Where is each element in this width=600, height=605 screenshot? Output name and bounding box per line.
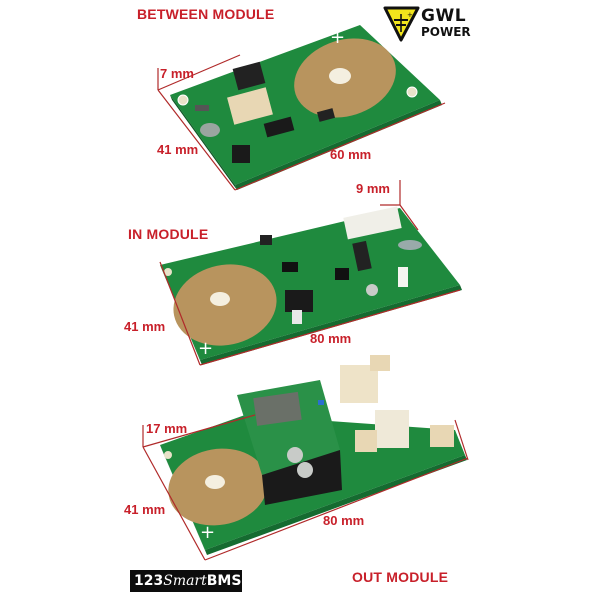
out-length-dim: 80 mm bbox=[323, 513, 365, 528]
in-module-title: IN MODULE bbox=[128, 226, 209, 242]
between-length-dim: 60 mm bbox=[330, 147, 372, 162]
out-module-title: OUT MODULE bbox=[352, 569, 449, 585]
out-height-dim: 17 mm bbox=[146, 421, 188, 436]
out-module-board: + bbox=[160, 355, 467, 555]
between-module-board: + bbox=[170, 25, 442, 190]
gwl-power-logo: GWL POWER bbox=[385, 6, 480, 50]
svg-text:+: + bbox=[198, 338, 213, 359]
svg-text:+: + bbox=[407, 11, 413, 19]
between-height-dim: 7 mm bbox=[160, 66, 194, 81]
bms-logo-smart: Smart bbox=[163, 573, 207, 589]
gwl-logo-line1: GWL bbox=[421, 6, 467, 26]
out-width-dim: 41 mm bbox=[124, 502, 166, 517]
between-width-dim: 41 mm bbox=[157, 142, 199, 157]
in-length-dim: 80 mm bbox=[310, 331, 352, 346]
gwl-logo-line2: POWER bbox=[421, 25, 471, 39]
in-width-dim: 41 mm bbox=[124, 319, 166, 334]
in-module-board: + bbox=[160, 206, 462, 365]
bms-logo-bms: BMS bbox=[206, 573, 242, 589]
in-height-dim: 9 mm bbox=[356, 181, 390, 196]
between-module-title: BETWEEN MODULE bbox=[137, 6, 275, 22]
svg-text:+: + bbox=[330, 27, 345, 48]
svg-text:+: + bbox=[200, 522, 215, 543]
bms-logo-number: 123 bbox=[134, 573, 164, 589]
lightning-triangle-icon: + bbox=[383, 6, 420, 42]
